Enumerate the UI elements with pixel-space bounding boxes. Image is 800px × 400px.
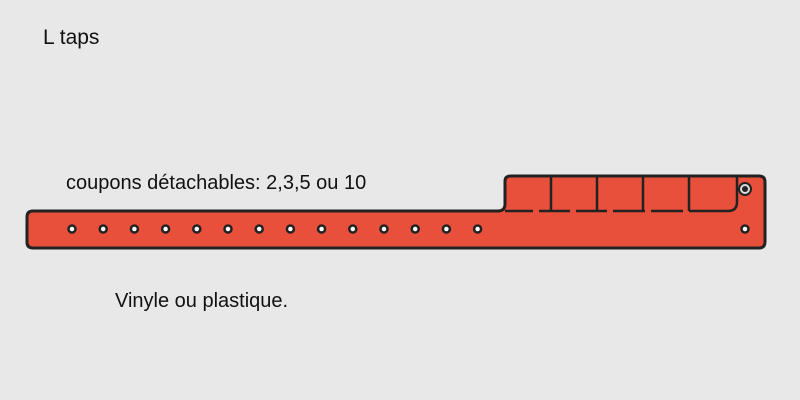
hole-icon xyxy=(98,224,108,234)
hole-icon xyxy=(192,224,202,234)
strap-holes xyxy=(67,182,752,234)
hole-icon xyxy=(410,224,420,234)
hole-icon xyxy=(223,224,233,234)
wristband-body xyxy=(25,174,767,250)
hole-icon xyxy=(740,224,750,234)
hole-icon xyxy=(472,224,483,234)
hole-icon xyxy=(129,224,140,234)
coupons-label: coupons détachables: 2,3,5 ou 10 xyxy=(66,172,367,194)
snap-rivet-center xyxy=(742,186,748,192)
hole-icon xyxy=(348,224,358,234)
product-title: L taps xyxy=(43,26,100,49)
hole-icon xyxy=(254,224,264,234)
hole-icon xyxy=(285,224,296,234)
hole-icon xyxy=(160,224,171,234)
coupon-perforations xyxy=(505,176,739,213)
material-label: Vinyle ou plastique. xyxy=(115,290,289,312)
hole-icon xyxy=(316,224,327,234)
perforation-line xyxy=(505,176,739,213)
hole-icon xyxy=(379,224,389,234)
hole-icon xyxy=(67,224,77,234)
hole-icon xyxy=(441,224,452,234)
